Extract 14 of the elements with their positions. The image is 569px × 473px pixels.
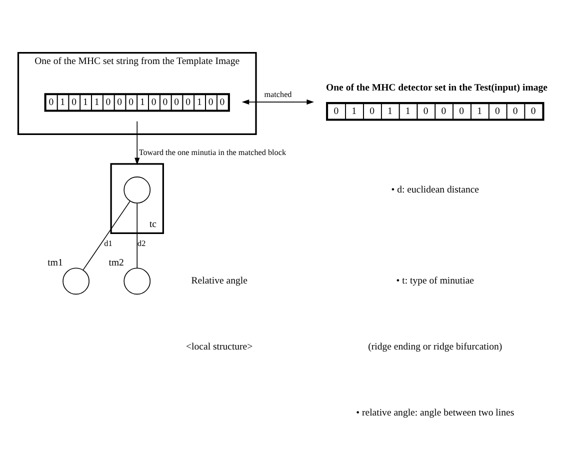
edge-label: d1 bbox=[104, 238, 112, 248]
label: Relative angle bbox=[191, 275, 248, 286]
label: (ridge ending or ridge bifurcation) bbox=[368, 341, 502, 352]
label: • d: euclidean distance bbox=[391, 184, 480, 195]
edge-label: d2 bbox=[138, 238, 146, 248]
edge-label: matched bbox=[264, 90, 292, 99]
label: <local structure> bbox=[186, 341, 253, 352]
node-label: tm2 bbox=[108, 256, 124, 268]
node-label: tc bbox=[149, 218, 157, 230]
label: • t: type of minutiae bbox=[396, 275, 474, 286]
node-label: One of the MHC detector set in the Test(input) image bbox=[326, 82, 548, 93]
node-label: tm1 bbox=[48, 256, 63, 268]
label: • relative angle: angle between two lines bbox=[356, 407, 514, 418]
edge-label: Toward the one minutia in the matched block bbox=[138, 147, 286, 156]
